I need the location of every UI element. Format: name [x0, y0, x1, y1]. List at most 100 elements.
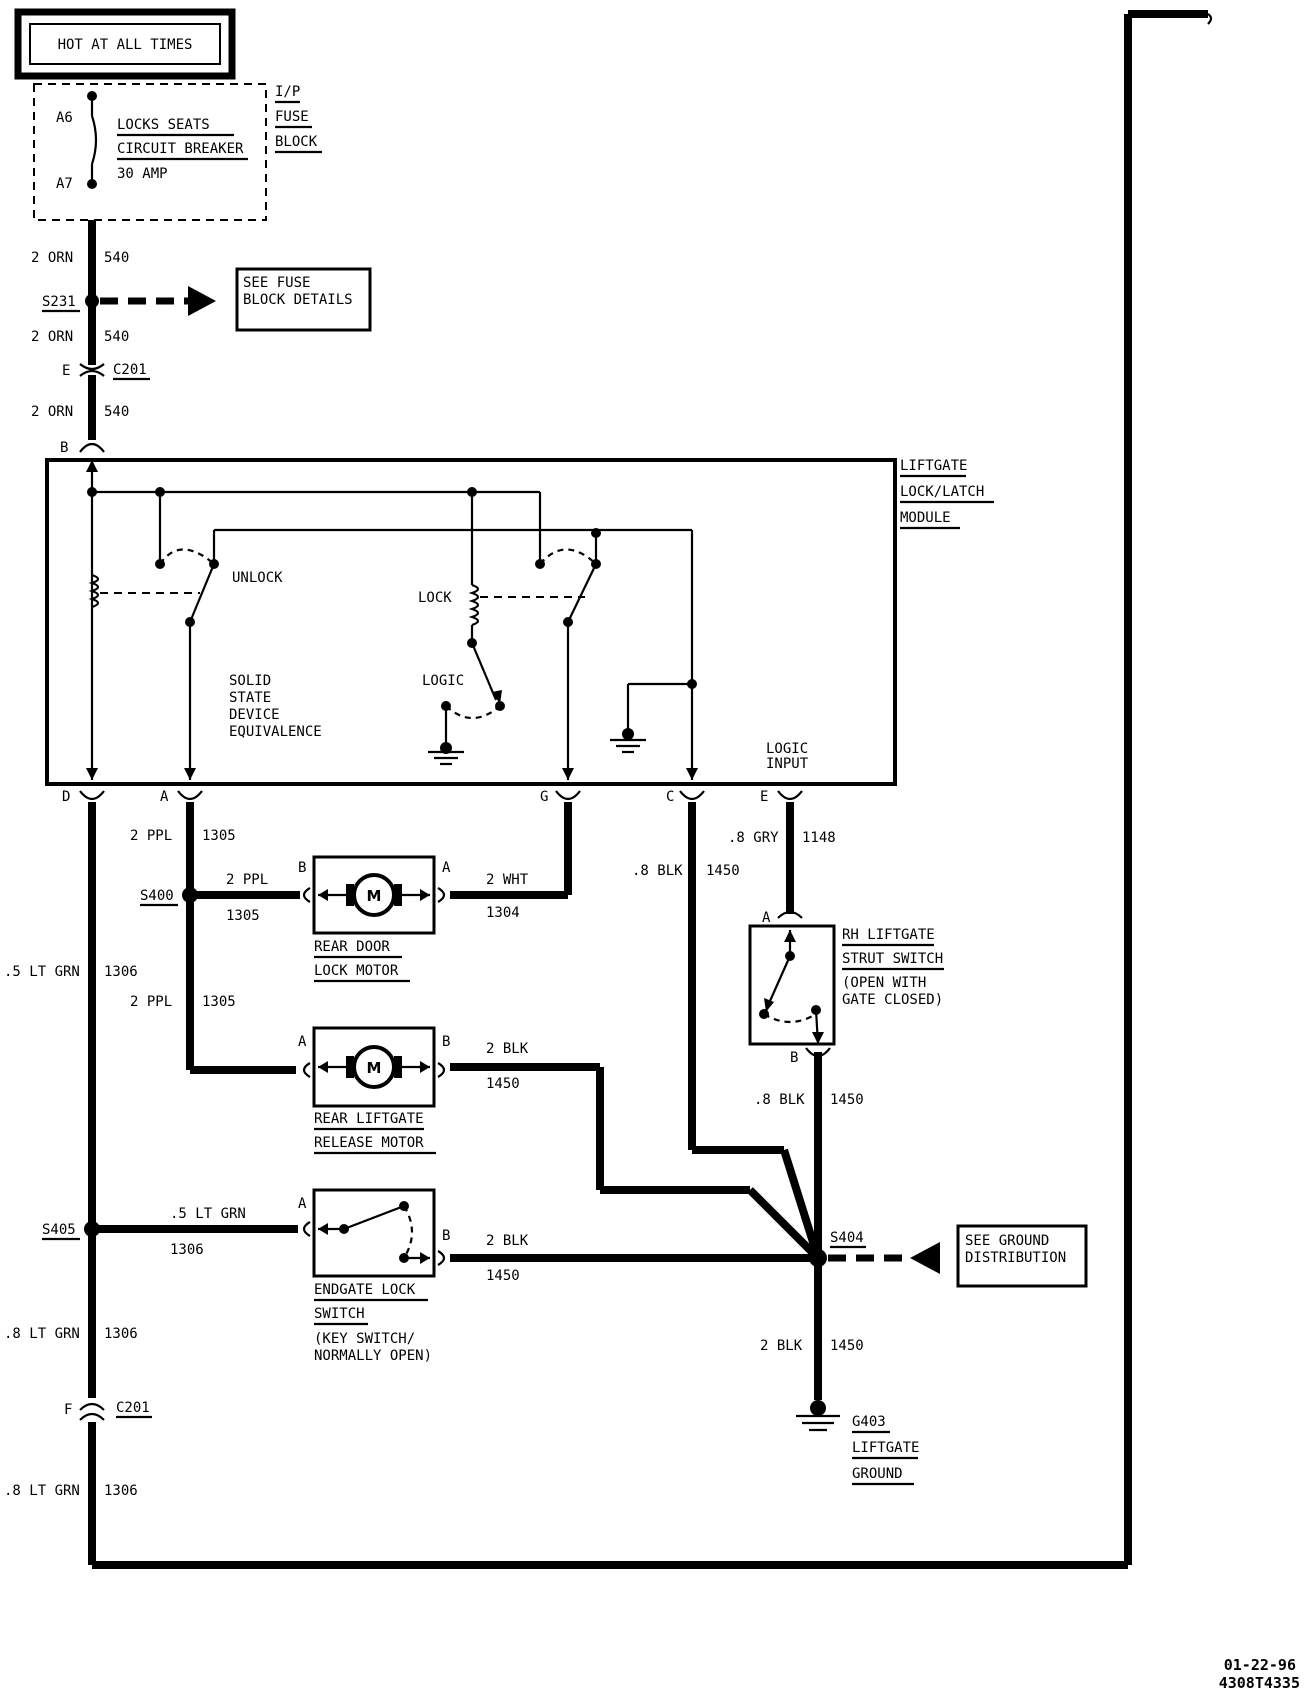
splice-s400-label: S400 [140, 888, 174, 904]
release-motor-line1: REAR LIFTGATE [314, 1111, 424, 1127]
wire-540-gauge-2: 2 ORN [31, 329, 73, 345]
wire-540-circuit-2: 540 [104, 329, 129, 345]
wire-1306-circuit-4: 1306 [170, 1242, 204, 1258]
wire-1450-gauge-3: .8 BLK [754, 1092, 805, 1108]
connector-g-label: G [540, 789, 548, 805]
ground-g403: G403 LIFTGATE GROUND [796, 1400, 919, 1486]
wire-1450-gauge-4: 2 BLK [486, 1233, 529, 1249]
pin-a6-label: A6 [56, 110, 73, 126]
wire-1305-circuit-3: 1305 [202, 994, 236, 1010]
ground-line1: LIFTGATE [852, 1440, 919, 1456]
ground-g403-label: G403 [852, 1414, 886, 1430]
endgate-switch-line2: SWITCH [314, 1306, 365, 1322]
wire-1450-gauge-2: 2 BLK [486, 1041, 529, 1057]
connector-e-label: E [62, 363, 70, 379]
strut-switch-line3: (OPEN WITH [842, 975, 926, 991]
logic-input-line1: LOGIC [766, 741, 808, 757]
wire-1306-gauge-4: .5 LT GRN [170, 1206, 246, 1222]
fuse-block-line2: FUSE [275, 109, 309, 125]
endgate-switch-pin-a: A [298, 1196, 307, 1212]
wire-1306-gauge-3: .8 LT GRN [4, 1483, 80, 1499]
wire-1148-gauge: .8 GRY [728, 830, 779, 846]
wire-1306: .5 LT GRN 1306 .8 LT GRN 1306 .8 LT GRN … [4, 10, 1213, 1569]
wire-1305-gauge-2: 2 PPL [226, 872, 268, 888]
wire-1306-circuit-1: 1306 [104, 964, 138, 980]
rear-door-motor-pin-a: A [442, 860, 451, 876]
release-motor-symbol: M [367, 1059, 382, 1077]
wire-540-circuit-1: 540 [104, 250, 129, 266]
wire-1305-circuit-1: 1305 [202, 828, 236, 844]
logic-input-line2: INPUT [766, 756, 809, 772]
connector-e-module-label: E [760, 789, 768, 805]
ssd-line1: SOLID [229, 673, 271, 689]
fuse-block-line3: BLOCK [275, 134, 318, 150]
strut-switch-line1: RH LIFTGATE [842, 927, 935, 943]
fuse-name-line1: LOCKS SEATS [117, 117, 210, 133]
splice-s231-label: S231 [42, 294, 76, 310]
endgate-lock-switch: S405 .5 LT GRN 1306 A B ENDGATE LOCK SWI… [42, 1188, 450, 1364]
footer-date: 01-22-96 [1224, 1656, 1296, 1674]
wire-1450-circuit-2: 1450 [486, 1076, 520, 1092]
connector-a-label: A [160, 789, 169, 805]
strut-switch-pin-a: A [762, 910, 771, 926]
see-fuse-line2: BLOCK DETAILS [243, 292, 353, 308]
wire-1304-circuit: 1304 [486, 905, 520, 921]
splice-s404: S404 SEE GROUND DISTRIBUTION [809, 1224, 1088, 1288]
hot-at-all-times-label: HOT AT ALL TIMES [58, 37, 193, 53]
liftgate-lock-latch-module: LIFTGATE LOCK/LATCH MODULE UNLOCK [45, 458, 994, 786]
see-fuse-line1: SEE FUSE [243, 275, 310, 291]
endgate-switch-line4: NORMALLY OPEN) [314, 1348, 432, 1364]
strut-switch-line2: STRUT SWITCH [842, 951, 943, 967]
pin-a7-label: A7 [56, 176, 73, 192]
connector-c201-label-1: C201 [113, 362, 147, 378]
wire-1450-circuit-5: 1450 [830, 1338, 864, 1354]
module-name-line1: LIFTGATE [900, 458, 967, 474]
fuse-rating: 30 AMP [117, 166, 168, 182]
rear-door-motor-symbol: M [367, 887, 382, 905]
strut-switch-pin-b: B [790, 1050, 798, 1066]
wire-540: 2 ORN 540 2 ORN 540 2 ORN 540 [31, 220, 129, 440]
release-motor-pin-a: A [298, 1034, 307, 1050]
endgate-switch-pin-b: B [442, 1228, 450, 1244]
connector-f-label: F [64, 1402, 72, 1418]
lock-label: LOCK [418, 590, 452, 606]
wire-1306-circuit-3: 1306 [104, 1483, 138, 1499]
hot-at-all-times-box: HOT AT ALL TIMES [14, 8, 236, 80]
see-ground-line2: DISTRIBUTION [965, 1250, 1066, 1266]
rear-door-motor-line1: REAR DOOR [314, 939, 390, 955]
wire-1305-gauge-1: 2 PPL [130, 828, 172, 844]
rear-door-lock-motor: M B A REAR DOOR LOCK MOTOR [298, 855, 451, 983]
rear-liftgate-release-motor: M A B REAR LIFTGATE RELEASE MOTOR [298, 1026, 450, 1155]
module-bottom-connectors: D A G C E [62, 789, 803, 805]
connector-d-label: D [62, 789, 70, 805]
splice-s405-label: S405 [42, 1222, 76, 1238]
endgate-switch-line3: (KEY SWITCH/ [314, 1331, 415, 1347]
release-motor-line2: RELEASE MOTOR [314, 1135, 424, 1151]
rear-door-motor-pin-b: B [298, 860, 306, 876]
ssd-line3: DEVICE [229, 707, 280, 723]
wire-1450-circuit-4: 1450 [486, 1268, 520, 1284]
connector-c201-label-2: C201 [116, 1400, 150, 1416]
wire-540-gauge-3: 2 ORN [31, 404, 73, 420]
fuse-block-line1: I/P [275, 84, 300, 100]
ground-line2: GROUND [852, 1466, 903, 1482]
wire-1306-gauge-2: .8 LT GRN [4, 1326, 80, 1342]
endgate-switch-line1: ENDGATE LOCK [314, 1282, 416, 1298]
connector-c-label: C [666, 789, 674, 805]
wire-1450-circuit-1: 1450 [706, 863, 740, 879]
wire-1450-gauge-1: .8 BLK [632, 863, 683, 879]
rear-door-motor-line2: LOCK MOTOR [314, 963, 399, 979]
diagram-footer: 01-22-96 4308T4335 [1219, 1656, 1300, 1692]
module-name-line2: LOCK/LATCH [900, 484, 984, 500]
footer-code: 4308T4335 [1219, 1674, 1300, 1692]
ip-fuse-block: A6 A7 LOCKS SEATS CIRCUIT BREAKER 30 AMP… [33, 83, 322, 221]
fuse-name-line2: CIRCUIT BREAKER [117, 141, 244, 157]
wire-1305-circuit-2: 1305 [226, 908, 260, 924]
unlock-label: UNLOCK [232, 570, 283, 586]
splice-s404-label: S404 [830, 1230, 864, 1246]
wire-1148: .8 GRY 1148 [728, 802, 836, 914]
wire-1450-circuit-3: 1450 [830, 1092, 864, 1108]
wire-1450-gauge-5: 2 BLK [760, 1338, 803, 1354]
strut-switch-line4: GATE CLOSED) [842, 992, 943, 1008]
